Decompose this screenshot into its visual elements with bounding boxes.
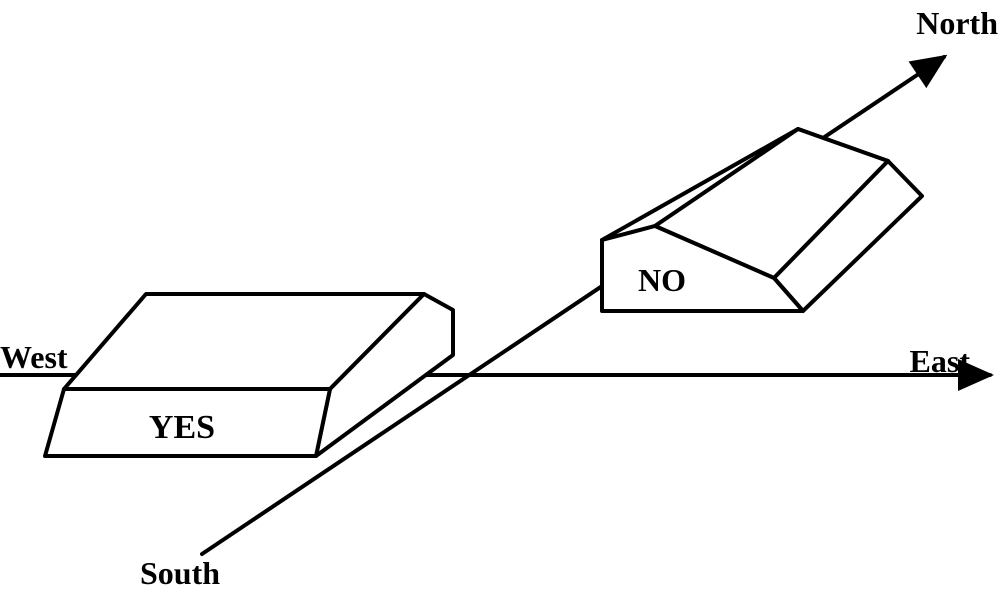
no-block-front: [600, 224, 805, 313]
no-label: NO: [638, 262, 686, 298]
north-label: North: [916, 5, 998, 41]
east-label: East: [910, 343, 971, 379]
west-label: West: [0, 339, 68, 375]
no-block-ridge: [600, 127, 800, 242]
south-label: South: [140, 555, 220, 591]
yes-label: YES: [149, 409, 215, 446]
no-block: NO: [600, 127, 924, 313]
yes-block-front: [43, 387, 332, 458]
yes-block: YES: [43, 292, 455, 458]
